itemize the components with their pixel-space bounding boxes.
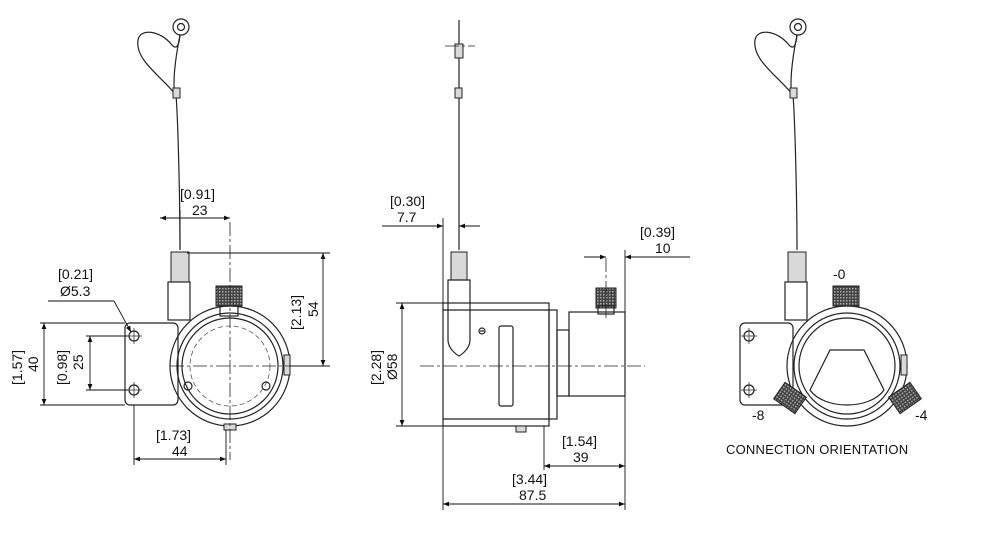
connection-orientation-view: -0 -8 -4 CONNECTION ORIENTATION (726, 18, 928, 457)
dim-overall-length-inch: [3.44] (512, 471, 547, 487)
wire-exit-tube (450, 251, 468, 281)
dim-height-to-wire-inch: [2.13] (288, 295, 304, 330)
dim-height-to-wire-mm: 54 (305, 301, 321, 317)
dim-diameter-inch: [2.28] (368, 350, 384, 385)
side-view: [0.30] 7.7 [0.39] 10 [2.28] Ø58 [1.54] 3… (368, 20, 690, 510)
dim-side-wire-offset-inch: [0.30] (390, 193, 425, 209)
dim-overall-length-mm: 87.5 (519, 487, 546, 503)
wire-rope (137, 18, 190, 251)
dim-body-length-mm: 39 (573, 449, 589, 465)
dim-hole-spacing-mm: 25 (70, 354, 86, 370)
front-view: [0.91] 23 [2.13] 54 [0.21] Ø5.3 [1.57] 4… (9, 18, 330, 465)
dim-mount-hole-mm: Ø5.3 (60, 283, 91, 299)
dim-flange-height-mm: 40 (25, 356, 41, 372)
connection-orientation-caption: CONNECTION ORIENTATION (726, 442, 908, 457)
wire-crimp (454, 43, 464, 59)
dim-diameter-mm: Ø58 (384, 353, 400, 380)
dim-wire-offset-mm: 23 (192, 202, 208, 218)
dim-width-inch: [1.73] (156, 427, 191, 443)
wire-crimp (172, 87, 181, 99)
orientation-label-top: -0 (833, 266, 846, 282)
mounting-flange (124, 322, 179, 406)
dim-connector-offset-mm: 10 (655, 240, 671, 256)
dim-hole-spacing-inch: [0.98] (54, 350, 70, 385)
dim-side-wire-offset-mm: 7.7 (397, 209, 417, 225)
wire-exit-tube (170, 251, 190, 283)
orientation-label-right: -4 (915, 407, 928, 423)
orientation-label-left: -8 (752, 407, 765, 423)
dim-connector-offset-inch: [0.39] (640, 224, 675, 240)
connector-left-icon (772, 381, 808, 415)
connector-top-icon (832, 285, 860, 307)
dim-mount-hole-inch: [0.21] (58, 266, 93, 282)
connector-right-icon (887, 381, 923, 415)
dim-flange-height-inch: [1.57] (9, 350, 25, 385)
dim-width-mm: 44 (172, 443, 188, 459)
connector-icon (215, 285, 243, 307)
dim-wire-offset-inch: [0.91] (180, 186, 215, 202)
dim-body-length-inch: [1.54] (562, 433, 597, 449)
